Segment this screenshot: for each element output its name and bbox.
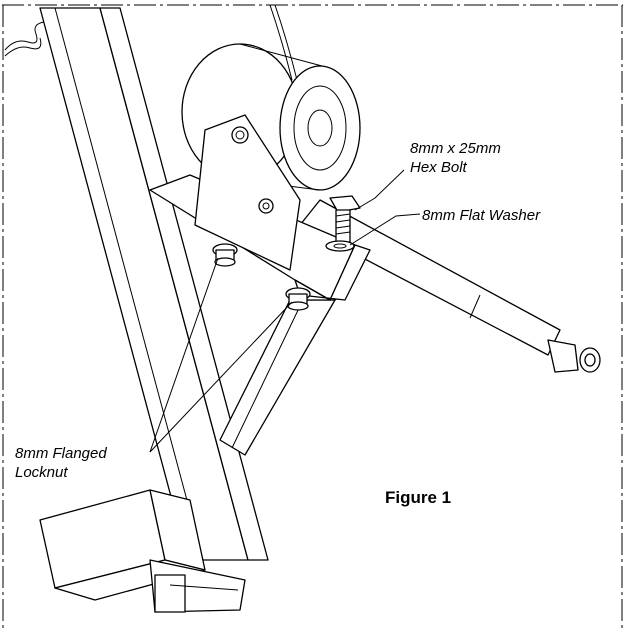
flat-washer (325, 240, 355, 252)
winch-handle (299, 199, 601, 373)
flanged-locknut-callout-line2: Locknut (15, 464, 68, 481)
mounting-plate (149, 114, 371, 301)
hex-bolt-callout-line1: 8mm x 25mm (410, 140, 501, 157)
drawing-border (2, 4, 623, 632)
leader-lines (149, 169, 421, 453)
winch-cable (269, 4, 298, 81)
wire-harness (4, 21, 45, 57)
figure-label: Figure 1 (385, 488, 451, 507)
flanged-locknut-right (285, 287, 311, 311)
upright-post (39, 7, 269, 561)
base-bracket (39, 489, 246, 613)
flanged-locknut-callout-line1: 8mm Flanged (15, 445, 107, 462)
support-channel (219, 289, 346, 456)
flat-washer-callout: 8mm Flat Washer (422, 207, 541, 224)
hex-bolt-callout-line2: Hex Bolt (410, 159, 468, 176)
flanged-locknut-left (212, 243, 238, 267)
